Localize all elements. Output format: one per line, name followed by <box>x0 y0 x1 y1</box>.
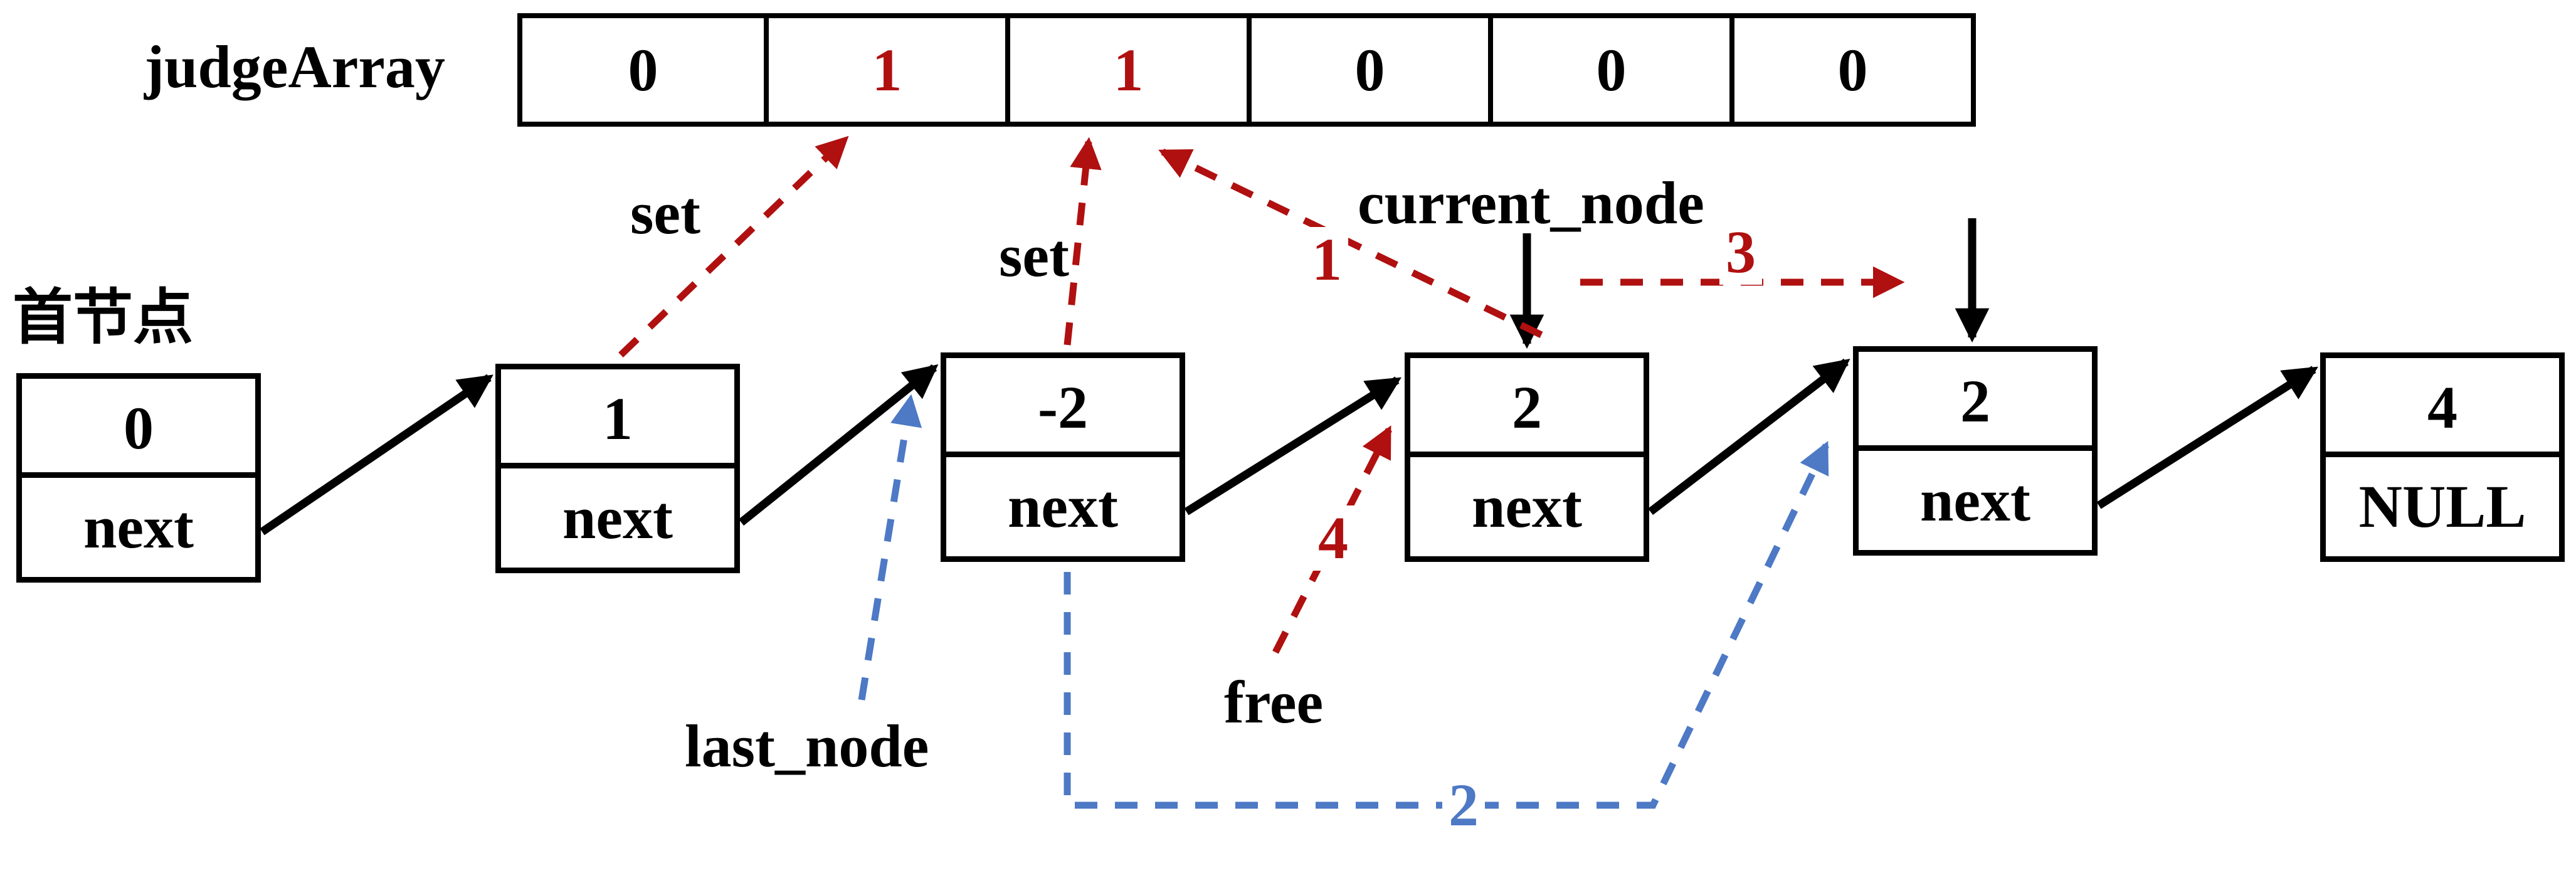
set-label-1: set <box>630 179 700 246</box>
set-arrow-1 <box>618 135 849 357</box>
judge-array-cell-4: 0 <box>1488 18 1729 122</box>
next-pointer-arrow-0 <box>260 374 494 536</box>
node-next-field: next <box>562 484 673 551</box>
node-value: 2 <box>1410 358 1644 457</box>
node-next-field: next <box>1472 473 1582 540</box>
set-label-2: set <box>999 222 1069 289</box>
set-arrow-2 <box>1064 137 1102 346</box>
step1-label: 1 <box>1306 227 1348 292</box>
node-next-field: next <box>1008 473 1118 540</box>
list-node-2: -2 next <box>941 352 1185 562</box>
node-value: 4 <box>2326 358 2559 457</box>
judge-array-cell-0: 0 <box>628 36 658 103</box>
next-pointer-arrow-3 <box>1648 358 1850 516</box>
node-value: 0 <box>22 379 255 478</box>
list-node-0: 0 next <box>16 373 261 583</box>
next-pointer-arrow-1 <box>738 364 939 526</box>
list-node-1: 1 next <box>495 364 740 573</box>
step2-label: 2 <box>1442 773 1485 838</box>
head-node-label: 首节点 <box>13 284 193 351</box>
node-value: 2 <box>1859 352 2092 451</box>
last-node-label: last_node <box>685 712 929 780</box>
list-node-4: 2 next <box>1853 346 2098 556</box>
current-node-label: current_node <box>1358 169 1704 236</box>
judge-array-cell-2: 1 <box>1005 18 1247 122</box>
step3-label: 3 <box>1719 219 1762 285</box>
node-null-field: NULL <box>2358 473 2526 540</box>
step4-label: 4 <box>1312 505 1354 571</box>
judge-array-cell-5: 0 <box>1729 18 1971 122</box>
node-next-field: next <box>83 494 194 561</box>
judge-array-label: judgeArray <box>144 33 445 100</box>
last-node-arrow <box>858 394 922 701</box>
judge-array-cell-1: 1 <box>764 18 1005 122</box>
node-value: 1 <box>501 369 734 468</box>
judge-array-cell-3: 0 <box>1247 18 1488 122</box>
step4-free-arrow <box>1272 425 1392 654</box>
node-value: -2 <box>946 358 1180 457</box>
list-node-3: 2 next <box>1405 352 1649 562</box>
next-pointer-arrow-2 <box>1184 376 1401 516</box>
free-label: free <box>1224 669 1324 736</box>
step1-check-arrow <box>1158 149 1543 338</box>
list-node-5: 4 NULL <box>2320 352 2565 562</box>
node-next-field: next <box>1920 467 2030 534</box>
next-pointer-arrow-4 <box>2096 366 2318 509</box>
judge-array: 0 1 1 0 0 0 <box>517 13 1976 127</box>
